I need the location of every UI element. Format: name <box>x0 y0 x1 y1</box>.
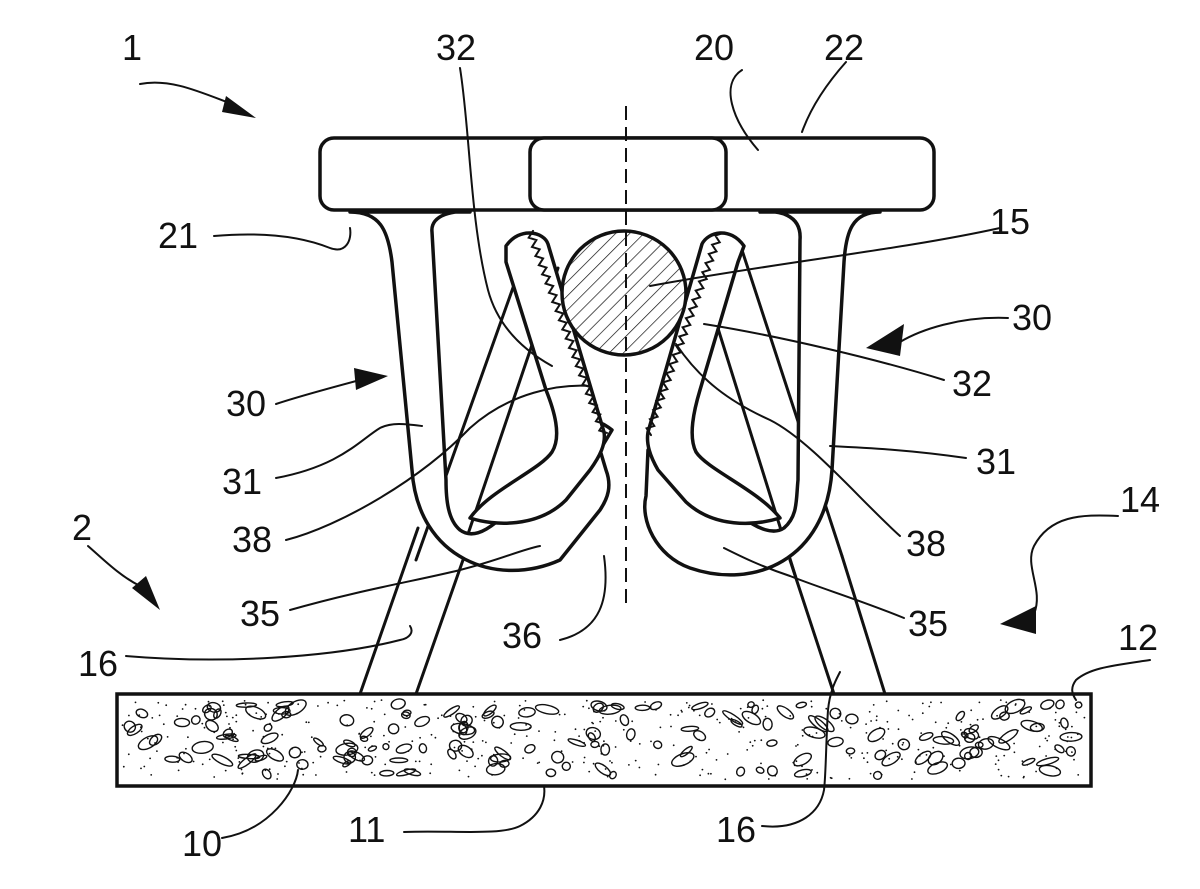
ref-32-right: 32 <box>952 363 992 404</box>
leader-lines <box>87 61 1151 839</box>
ref-12: 12 <box>1118 617 1158 658</box>
ref-2: 2 <box>72 507 92 548</box>
rod-cross-section <box>560 229 688 357</box>
serrated-edges <box>527 229 724 437</box>
ref-16-right: 16 <box>716 809 756 850</box>
ref-15: 15 <box>990 201 1030 242</box>
ref-30-left: 30 <box>226 383 266 424</box>
reference-numerals: 1 2 10 11 12 14 15 16 16 20 21 22 30 30 … <box>72 27 1160 864</box>
ref-11: 11 <box>348 809 385 850</box>
ref-16-left: 16 <box>78 643 118 684</box>
left-clip-arm <box>348 209 614 573</box>
ref-35-right: 35 <box>908 603 948 644</box>
substrate-base <box>115 692 1093 788</box>
right-clip-arm <box>643 209 882 577</box>
ref-32-left: 32 <box>436 27 476 68</box>
ref-21: 21 <box>158 215 198 256</box>
ref-20: 20 <box>694 27 734 68</box>
ref-38-left: 38 <box>232 519 272 560</box>
ref-38-right: 38 <box>906 523 946 564</box>
ref-31-right: 31 <box>976 441 1016 482</box>
ref-1: 1 <box>122 27 142 68</box>
substrate-texture <box>121 698 1086 781</box>
ref-31-left: 31 <box>222 461 262 502</box>
ref-14: 14 <box>1120 479 1160 520</box>
ref-10: 10 <box>182 823 222 864</box>
ref-30-right: 30 <box>1012 297 1052 338</box>
ref-36: 36 <box>502 615 542 656</box>
ref-35-left: 35 <box>240 593 280 634</box>
ref-22: 22 <box>824 27 864 68</box>
